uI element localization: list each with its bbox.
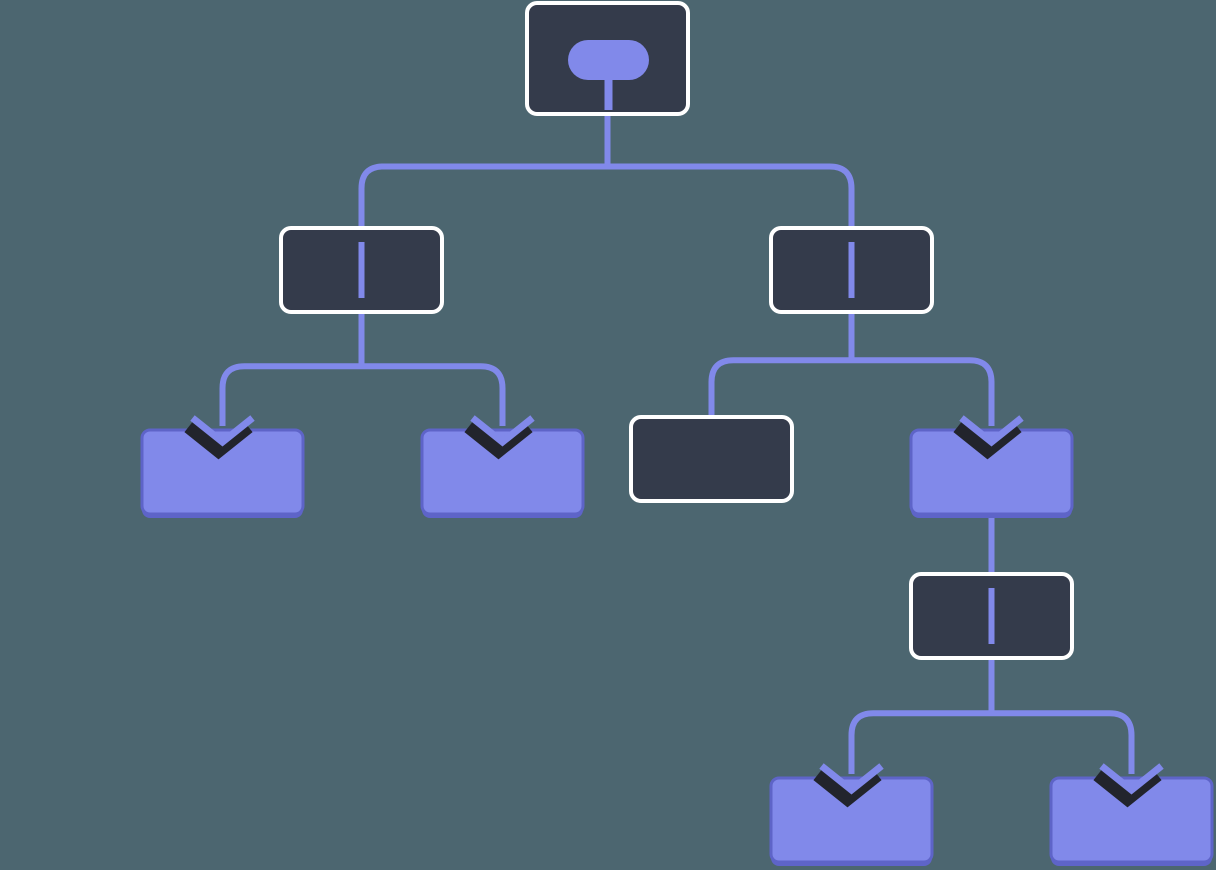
level5-leaf-node-left-body[interactable] bbox=[769, 776, 934, 864]
level3-branch-node-d-arrowhead bbox=[959, 415, 1024, 447]
edge-level2-left-to-level3-branch-1 bbox=[361, 363, 506, 426]
edge-level2-right-to-level3-branch-1 bbox=[851, 357, 995, 426]
level5-leaf-node-left[interactable] bbox=[769, 776, 934, 866]
level2-left-decision-node[interactable] bbox=[279, 226, 444, 314]
level3-leaf-node-a[interactable] bbox=[140, 428, 305, 518]
level2-right-decision-node[interactable] bbox=[769, 226, 934, 314]
level3-leaf-node-a-body[interactable] bbox=[140, 428, 305, 516]
level3-leaf-node-b-body[interactable] bbox=[420, 428, 585, 516]
level3-dark-node-c[interactable] bbox=[629, 415, 794, 503]
edge-root-to-level2-branch-0 bbox=[358, 163, 608, 230]
level3-branch-node-d-body[interactable] bbox=[909, 428, 1074, 516]
level5-leaf-node-left-arrowhead bbox=[819, 763, 884, 795]
level3-branch-node-d-arrowhead-shadow bbox=[953, 421, 1022, 460]
level3-leaf-node-b[interactable] bbox=[420, 428, 585, 518]
edge-level4-to-level5-branch-1 bbox=[991, 710, 1135, 774]
edge-layer bbox=[219, 114, 1135, 774]
level5-leaf-node-right-body[interactable] bbox=[1049, 776, 1214, 864]
level5-leaf-node-right-arrowhead-shadow bbox=[1093, 769, 1162, 808]
edge-root-to-level2-branch-1 bbox=[607, 163, 855, 230]
level3-leaf-node-a-arrowhead-shadow bbox=[184, 421, 253, 460]
level5-leaf-node-right[interactable] bbox=[1049, 776, 1214, 866]
level3-leaf-node-b-arrowhead-shadow bbox=[464, 421, 533, 460]
node-layer bbox=[140, 1, 1214, 866]
level3-leaf-node-b-arrowhead bbox=[470, 415, 535, 447]
level3-dark-node-c-body[interactable] bbox=[629, 415, 794, 503]
root-start-node-pill-stem bbox=[604, 76, 613, 110]
root-start-node[interactable] bbox=[525, 1, 690, 116]
root-start-node-pill-icon bbox=[568, 40, 649, 80]
edge-level4-to-level5-branch-0 bbox=[848, 710, 992, 774]
level3-branch-node-d[interactable] bbox=[909, 428, 1074, 518]
arrowhead-layer bbox=[184, 415, 1164, 808]
edge-level2-right-to-level3-branch-0 bbox=[708, 357, 852, 419]
level5-leaf-node-right-arrowhead bbox=[1099, 763, 1164, 795]
level5-leaf-node-left-arrowhead-shadow bbox=[813, 769, 882, 808]
level3-leaf-node-a-arrowhead bbox=[190, 415, 255, 447]
edge-level2-left-to-level3-branch-0 bbox=[219, 363, 362, 426]
level4-decision-node[interactable] bbox=[909, 572, 1074, 660]
